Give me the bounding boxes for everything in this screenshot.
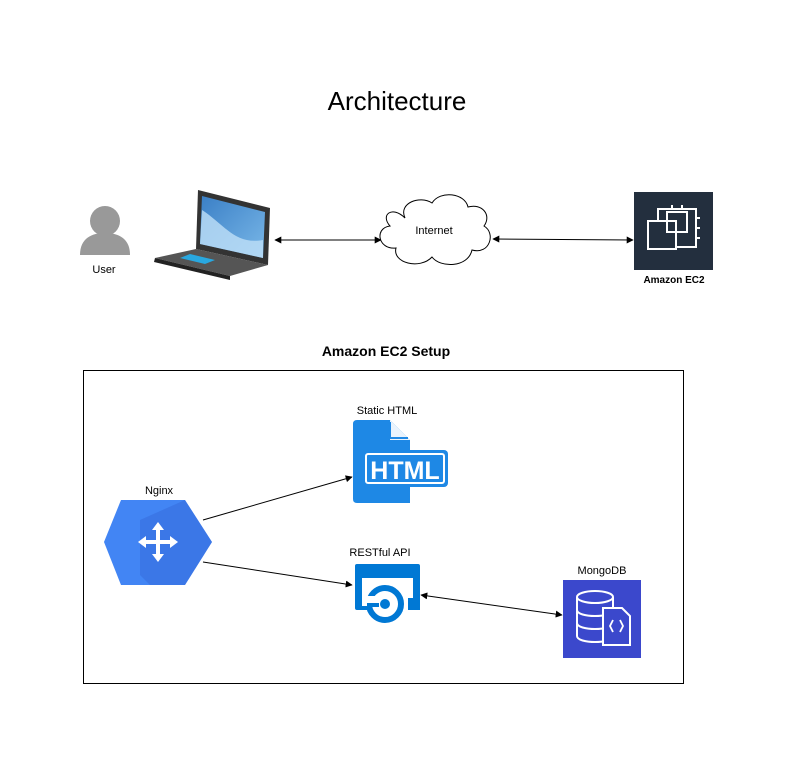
user-icon <box>80 206 130 255</box>
mongodb-icon <box>563 580 641 658</box>
ec2-icon <box>634 192 713 270</box>
laptop-icon <box>154 190 270 280</box>
api-mongodb-connector <box>420 592 563 618</box>
nginx-html-connector <box>202 475 353 521</box>
diagram-title: Architecture <box>327 86 467 116</box>
setup-title: Amazon EC2 Setup <box>321 343 451 359</box>
static-html-label: Static HTML <box>356 405 418 417</box>
internet-ec2-connector <box>492 235 634 244</box>
user-label: User <box>92 264 116 276</box>
internet-cloud-icon <box>379 194 491 265</box>
ec2-label: Amazon EC2 <box>643 275 705 286</box>
html-file-icon: HTML <box>353 420 448 503</box>
internet-label: Internet <box>415 225 453 237</box>
restful-api-icon <box>355 564 420 623</box>
nginx-icon <box>104 500 212 585</box>
nginx-api-connector <box>202 561 353 588</box>
mongodb-label: MongoDB <box>577 565 627 577</box>
setup-frame <box>83 370 684 684</box>
restful-api-label: RESTful API <box>349 547 411 559</box>
html-icon-text: HTML <box>370 457 439 485</box>
nginx-label: Nginx <box>144 485 174 497</box>
